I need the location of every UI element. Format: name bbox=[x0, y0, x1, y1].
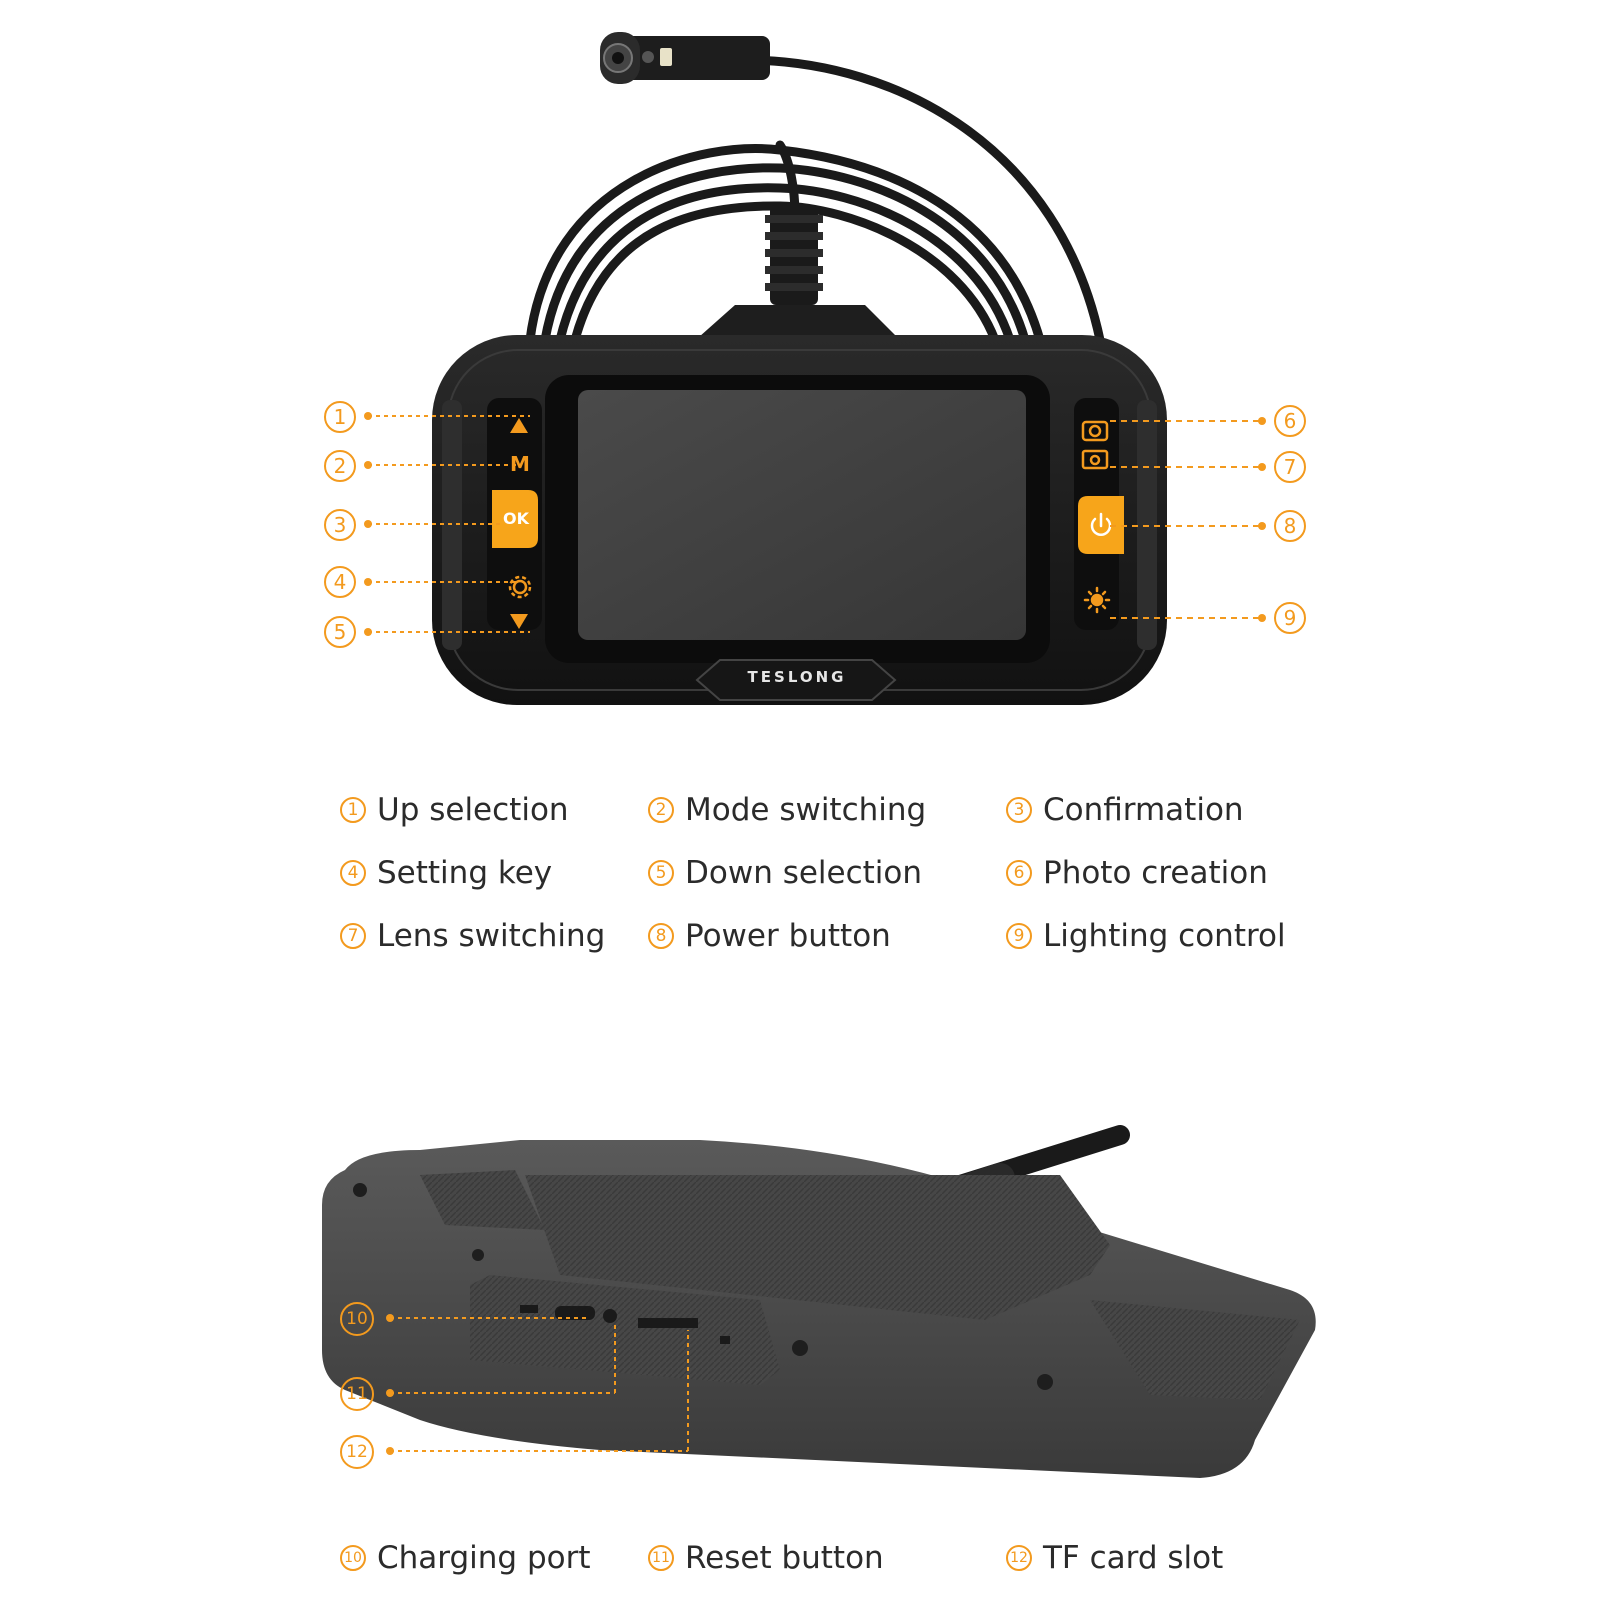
legend-label: Up selection bbox=[377, 792, 569, 828]
callout-dot bbox=[1258, 417, 1266, 425]
ports bbox=[520, 1305, 730, 1344]
callout-number: 4 bbox=[324, 566, 356, 598]
cable-strain-relief bbox=[765, 205, 823, 305]
camera-probe-head bbox=[600, 32, 770, 84]
legend-number: 10 bbox=[340, 1545, 366, 1571]
callout-dot bbox=[364, 412, 372, 420]
callout-number: 5 bbox=[324, 616, 356, 648]
callout-dot bbox=[386, 1447, 394, 1455]
legend-number: 3 bbox=[1006, 797, 1032, 823]
legend-label: Lighting control bbox=[1043, 918, 1286, 954]
legend-label: Mode switching bbox=[685, 792, 927, 828]
legend-label: Power button bbox=[685, 918, 891, 954]
legend-item-reset-button: 11 Reset button bbox=[648, 1540, 884, 1576]
callout-number: 11 bbox=[340, 1377, 374, 1411]
legend-item-photo-creation: 6 Photo creation bbox=[1006, 855, 1268, 891]
legend-number: 11 bbox=[648, 1545, 674, 1571]
mode-button-label[interactable]: M bbox=[510, 452, 530, 476]
callout-number: 10 bbox=[340, 1302, 374, 1336]
down-triangle-icon[interactable] bbox=[510, 614, 528, 629]
back-right-grip bbox=[1090, 1300, 1300, 1400]
legend-number: 6 bbox=[1006, 860, 1032, 886]
legend-item-power-button: 8 Power button bbox=[648, 918, 891, 954]
camera-icon[interactable] bbox=[1081, 420, 1109, 442]
callout-number: 6 bbox=[1274, 405, 1306, 437]
back-left-grip bbox=[420, 1170, 545, 1230]
callout-dot bbox=[364, 461, 372, 469]
ok-button[interactable] bbox=[492, 490, 538, 548]
callout-dot bbox=[386, 1314, 394, 1322]
power-icon[interactable] bbox=[1090, 512, 1112, 536]
legend-number: 12 bbox=[1006, 1545, 1032, 1571]
callout-lines-right bbox=[1110, 420, 1262, 619]
screw-holes bbox=[353, 1183, 1053, 1390]
legend-number: 5 bbox=[648, 860, 674, 886]
settings-gear-icon[interactable] bbox=[508, 575, 532, 599]
probe-cable bbox=[525, 55, 1105, 345]
back-raised-grip bbox=[525, 1175, 1110, 1320]
legend-item-down-selection: 5 Down selection bbox=[648, 855, 922, 891]
callout-number: 1 bbox=[324, 401, 356, 433]
callout-number: 2 bbox=[324, 450, 356, 482]
brand-logo: TESLONG bbox=[747, 668, 847, 686]
legend-number: 4 bbox=[340, 860, 366, 886]
legend-label: Charging port bbox=[377, 1540, 591, 1576]
legend-item-up-selection: 1 Up selection bbox=[340, 792, 569, 828]
legend-item-mode-switching: 2 Mode switching bbox=[648, 792, 926, 828]
legend-label: TF card slot bbox=[1043, 1540, 1224, 1576]
legend-label: Lens switching bbox=[377, 918, 606, 954]
legend-label: Confirmation bbox=[1043, 792, 1244, 828]
legend-number: 1 bbox=[340, 797, 366, 823]
legend-label: Photo creation bbox=[1043, 855, 1268, 891]
light-icon[interactable] bbox=[1083, 586, 1111, 614]
callout-lines-left bbox=[368, 415, 530, 633]
up-triangle-icon[interactable] bbox=[510, 418, 528, 433]
legend-number: 8 bbox=[648, 923, 674, 949]
callout-dot bbox=[1258, 463, 1266, 471]
ok-button-label[interactable]: OK bbox=[503, 509, 529, 528]
legend-item-lens-switching: 7 Lens switching bbox=[340, 918, 605, 954]
callout-dot bbox=[364, 628, 372, 636]
brand-plate bbox=[695, 659, 897, 701]
callout-number: 7 bbox=[1274, 451, 1306, 483]
legend-item-setting-key: 4 Setting key bbox=[340, 855, 552, 891]
callout-number: 9 bbox=[1274, 602, 1306, 634]
legend-label: Reset button bbox=[685, 1540, 884, 1576]
legend-number: 2 bbox=[648, 797, 674, 823]
callout-dot bbox=[364, 578, 372, 586]
callout-lines-bottom bbox=[390, 1317, 689, 1452]
legend-item-confirmation: 3 Confirmation bbox=[1006, 792, 1244, 828]
callout-dot bbox=[386, 1389, 394, 1397]
legend-item-lighting-control: 9 Lighting control bbox=[1006, 918, 1286, 954]
callout-dot bbox=[1258, 614, 1266, 622]
legend-item-tf-card-slot: 12 TF card slot bbox=[1006, 1540, 1223, 1576]
legend-label: Setting key bbox=[377, 855, 553, 891]
callout-dot bbox=[364, 520, 372, 528]
callout-number: 3 bbox=[324, 509, 356, 541]
legend-item-charging-port: 10 Charging port bbox=[340, 1540, 591, 1576]
callout-number: 12 bbox=[340, 1435, 374, 1469]
callout-number: 8 bbox=[1274, 510, 1306, 542]
port-panel bbox=[470, 1275, 780, 1385]
legend-number: 7 bbox=[340, 923, 366, 949]
lens-switch-icon[interactable] bbox=[1081, 449, 1109, 470]
legend-label: Down selection bbox=[685, 855, 923, 891]
display-screen bbox=[578, 390, 1026, 640]
legend-number: 9 bbox=[1006, 923, 1032, 949]
callout-dot bbox=[1258, 522, 1266, 530]
